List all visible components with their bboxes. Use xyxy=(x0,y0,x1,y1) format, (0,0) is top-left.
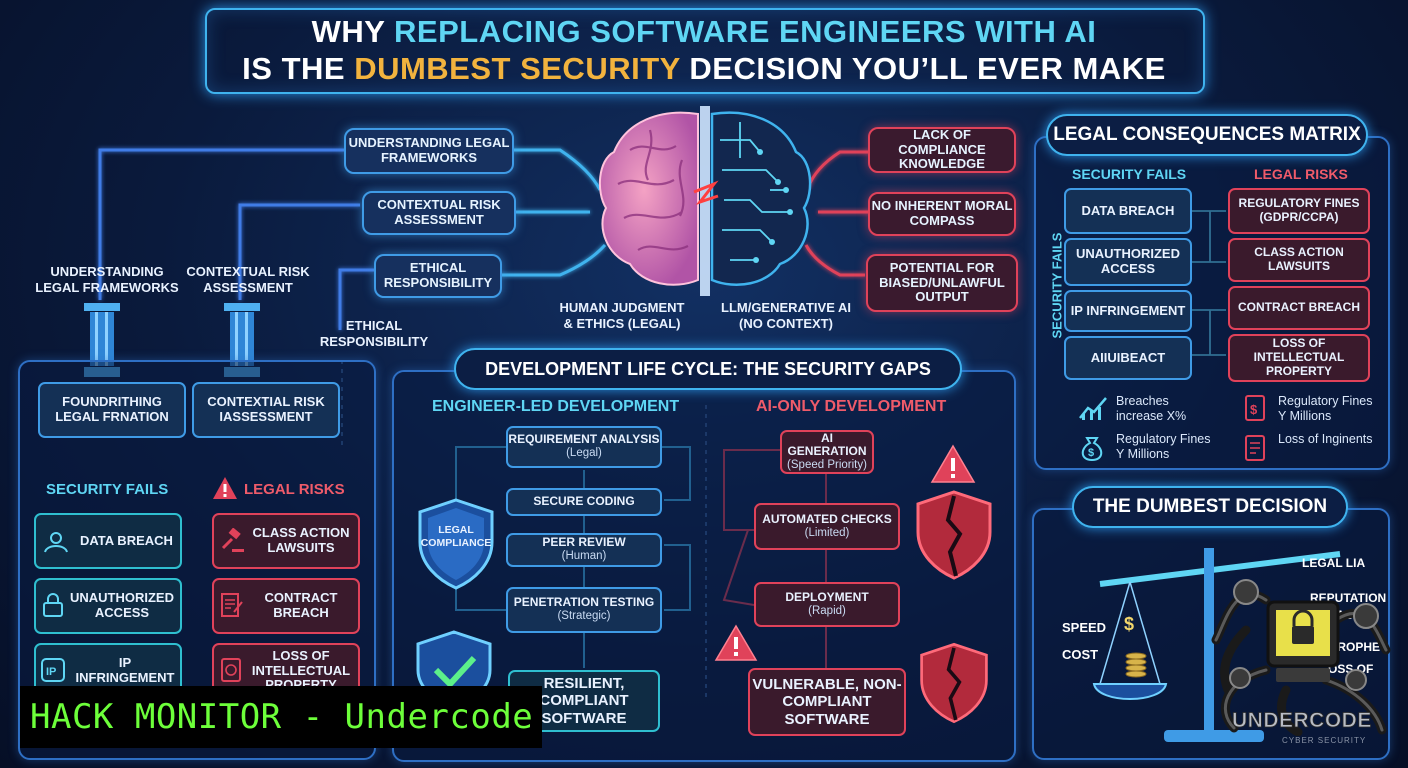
matrix-risk-contract: CONTRACT BREACH xyxy=(1228,286,1370,330)
document-money-icon: $ xyxy=(1245,395,1265,421)
warning-icon xyxy=(213,477,237,499)
pill-contextual-risk: CONTEXTUAL RISK ASSESSMENT xyxy=(362,191,516,235)
page-title-line1: WHY REPLACING SOFTWARE ENGINEERS WITH AI xyxy=(311,14,1097,49)
matrix-fail-unauthorized: UNAUTHORIZED ACCESS xyxy=(1064,238,1192,286)
title-frame xyxy=(205,8,1205,94)
broken-shield-icon xyxy=(920,642,988,724)
left-security-fails-heading: SECURITY FAILS xyxy=(46,481,169,498)
left-fail-unauthorized: UNAUTHORIZED ACCESS xyxy=(34,578,182,634)
document-icon xyxy=(1245,435,1265,461)
alert-person-icon xyxy=(44,532,68,553)
svg-text:$: $ xyxy=(1124,614,1134,634)
chart-up-icon xyxy=(1079,397,1107,420)
pill-biased-output: POTENTIAL FOR BIASED/UNLAWFUL OUTPUT xyxy=(866,254,1018,312)
step-peer-review: PEER REVIEW(Human) xyxy=(506,533,662,567)
step-penetration-testing: PENETRATION TESTING(Strategic) xyxy=(506,587,662,633)
pillar-label-ethical: ETHICAL RESPONSIBILITY xyxy=(319,318,429,349)
matrix-stat-fines-2: Regulatory Fines Y Millions xyxy=(1116,432,1211,461)
legal-shield-icon xyxy=(418,498,494,590)
engineer-led-heading: ENGINEER-LED DEVELOPMENT xyxy=(432,398,680,415)
matrix-risk-fines: REGULATORY FINES (GDPR/CCPA) xyxy=(1228,188,1370,234)
matrix-risk-class-action: CLASS ACTION LAWSUITS xyxy=(1228,238,1370,282)
foundation-legal-box: FOUNDRITHING LEGAL FRNATION xyxy=(38,382,186,438)
step-secure-coding: SECURE CODING xyxy=(506,488,662,516)
matrix-vertical-label: SECURITY FAILS xyxy=(1049,232,1065,339)
foundation-risk-box: CONTEXTIAL RISK IASSESSMENT xyxy=(192,382,340,438)
left-legal-risks-heading: LEGAL RISKS xyxy=(244,481,345,498)
warning-icon xyxy=(930,444,976,483)
brand-subtitle: CYBER SECURITY xyxy=(1282,736,1367,745)
lifecycle-heading: DEVELOPMENT LIFE CYCLE: THE SECURITY GAP… xyxy=(454,348,962,390)
decision-cost-label: COST xyxy=(1062,647,1099,662)
matrix-stat-fines-1: Regulatory Fines Y Millions xyxy=(1278,394,1373,423)
decision-right-label: TROPHE xyxy=(1330,640,1381,654)
svg-text:IP: IP xyxy=(46,666,56,678)
matrix-heading: LEGAL CONSEQUENCES MATRIX xyxy=(1046,114,1368,156)
brain-split-icon xyxy=(598,106,812,296)
ai-only-heading: AI-ONLY DEVELOPMENT xyxy=(756,398,947,415)
decision-speed-label: SPEED xyxy=(1062,620,1107,635)
brain-doc-icon xyxy=(221,658,241,682)
svg-text:UNDERCODE: UNDERCODE xyxy=(1232,709,1372,732)
step-ai-generation: AI GENERATION(Speed Priority) xyxy=(780,430,874,474)
matrix-stat-breaches: Breaches increase X% xyxy=(1116,394,1187,423)
human-brain-label: HUMAN JUDGMENT & ETHICS (LEGAL) xyxy=(559,300,685,331)
step-requirement-analysis: REQUIREMENT ANALYSIS(Legal) xyxy=(506,426,662,468)
document-icon xyxy=(221,593,243,617)
lock-icon xyxy=(43,593,63,617)
undercode-octopus-logo: UNDERCODE xyxy=(1211,579,1391,736)
matrix-stat-loss: Loss of Inginents xyxy=(1278,432,1373,446)
gavel-icon xyxy=(221,528,244,552)
ip-icon: IP xyxy=(41,658,65,682)
matrix-legal-heading: LEGAL RISKS xyxy=(1254,166,1348,182)
warning-icon xyxy=(714,624,758,661)
step-automated-checks: AUTOMATED CHECKS(Limited) xyxy=(754,503,900,550)
step-deployment: DEPLOYMENT(Rapid) xyxy=(754,582,900,627)
pillar-icon xyxy=(84,303,120,377)
left-risk-class-action: CLASS ACTION LAWSUITS xyxy=(212,513,360,569)
broken-shield-icon xyxy=(916,490,992,580)
hack-monitor-watermark: HACK MONITOR - Undercode xyxy=(20,686,542,748)
matrix-security-heading: SECURITY FAILS xyxy=(1072,166,1187,182)
pill-legal-frameworks: UNDERSTANDING LEGAL FRAMEWORKS xyxy=(344,128,514,174)
svg-text:$: $ xyxy=(1250,402,1258,417)
decision-right-label: LEGAL LIA xyxy=(1302,556,1366,570)
matrix-fail-other: AIIUIBEACT xyxy=(1064,336,1192,380)
pill-no-moral-compass: NO INHERENT MORAL COMPASS xyxy=(868,192,1016,236)
decision-heading: THE DUMBEST DECISION xyxy=(1072,486,1348,528)
matrix-fail-data-breach: DATA BREACH xyxy=(1064,188,1192,234)
svg-text:$: $ xyxy=(1088,447,1094,459)
scale-icon: $ xyxy=(1092,548,1341,742)
left-fail-data-breach: DATA BREACH xyxy=(34,513,182,569)
pillar-label-contextual: CONTEXTUAL RISK ASSESSMENT xyxy=(186,264,310,295)
ai-brain-label: LLM/GENERATIVE AI (NO CONTEXT) xyxy=(721,300,851,331)
page-title-line2: IS THE DUMBEST SECURITY DECISION YOU’LL … xyxy=(242,51,1166,86)
legal-shield-label: LEGAL COMPLIANCE xyxy=(420,524,492,549)
pillar-label-legal: UNDERSTANDING LEGAL FRAMEWORKS xyxy=(35,264,179,295)
pill-lack-compliance: LACK OF COMPLIANCE KNOWLEDGE xyxy=(868,127,1016,173)
money-bag-icon: $ xyxy=(1081,437,1103,462)
matrix-fail-ip: IP INFRINGEMENT xyxy=(1064,290,1192,332)
pill-ethical-responsibility: ETHICAL RESPONSIBILITY xyxy=(374,254,502,298)
matrix-risk-ip-loss: LOSS OF INTELLECTUAL PROPERTY xyxy=(1228,334,1370,382)
left-risk-contract: CONTRACT BREACH xyxy=(212,578,360,634)
result-vulnerable-software: VULNERABLE, NON-COMPLIANT SOFTWARE xyxy=(748,668,906,736)
